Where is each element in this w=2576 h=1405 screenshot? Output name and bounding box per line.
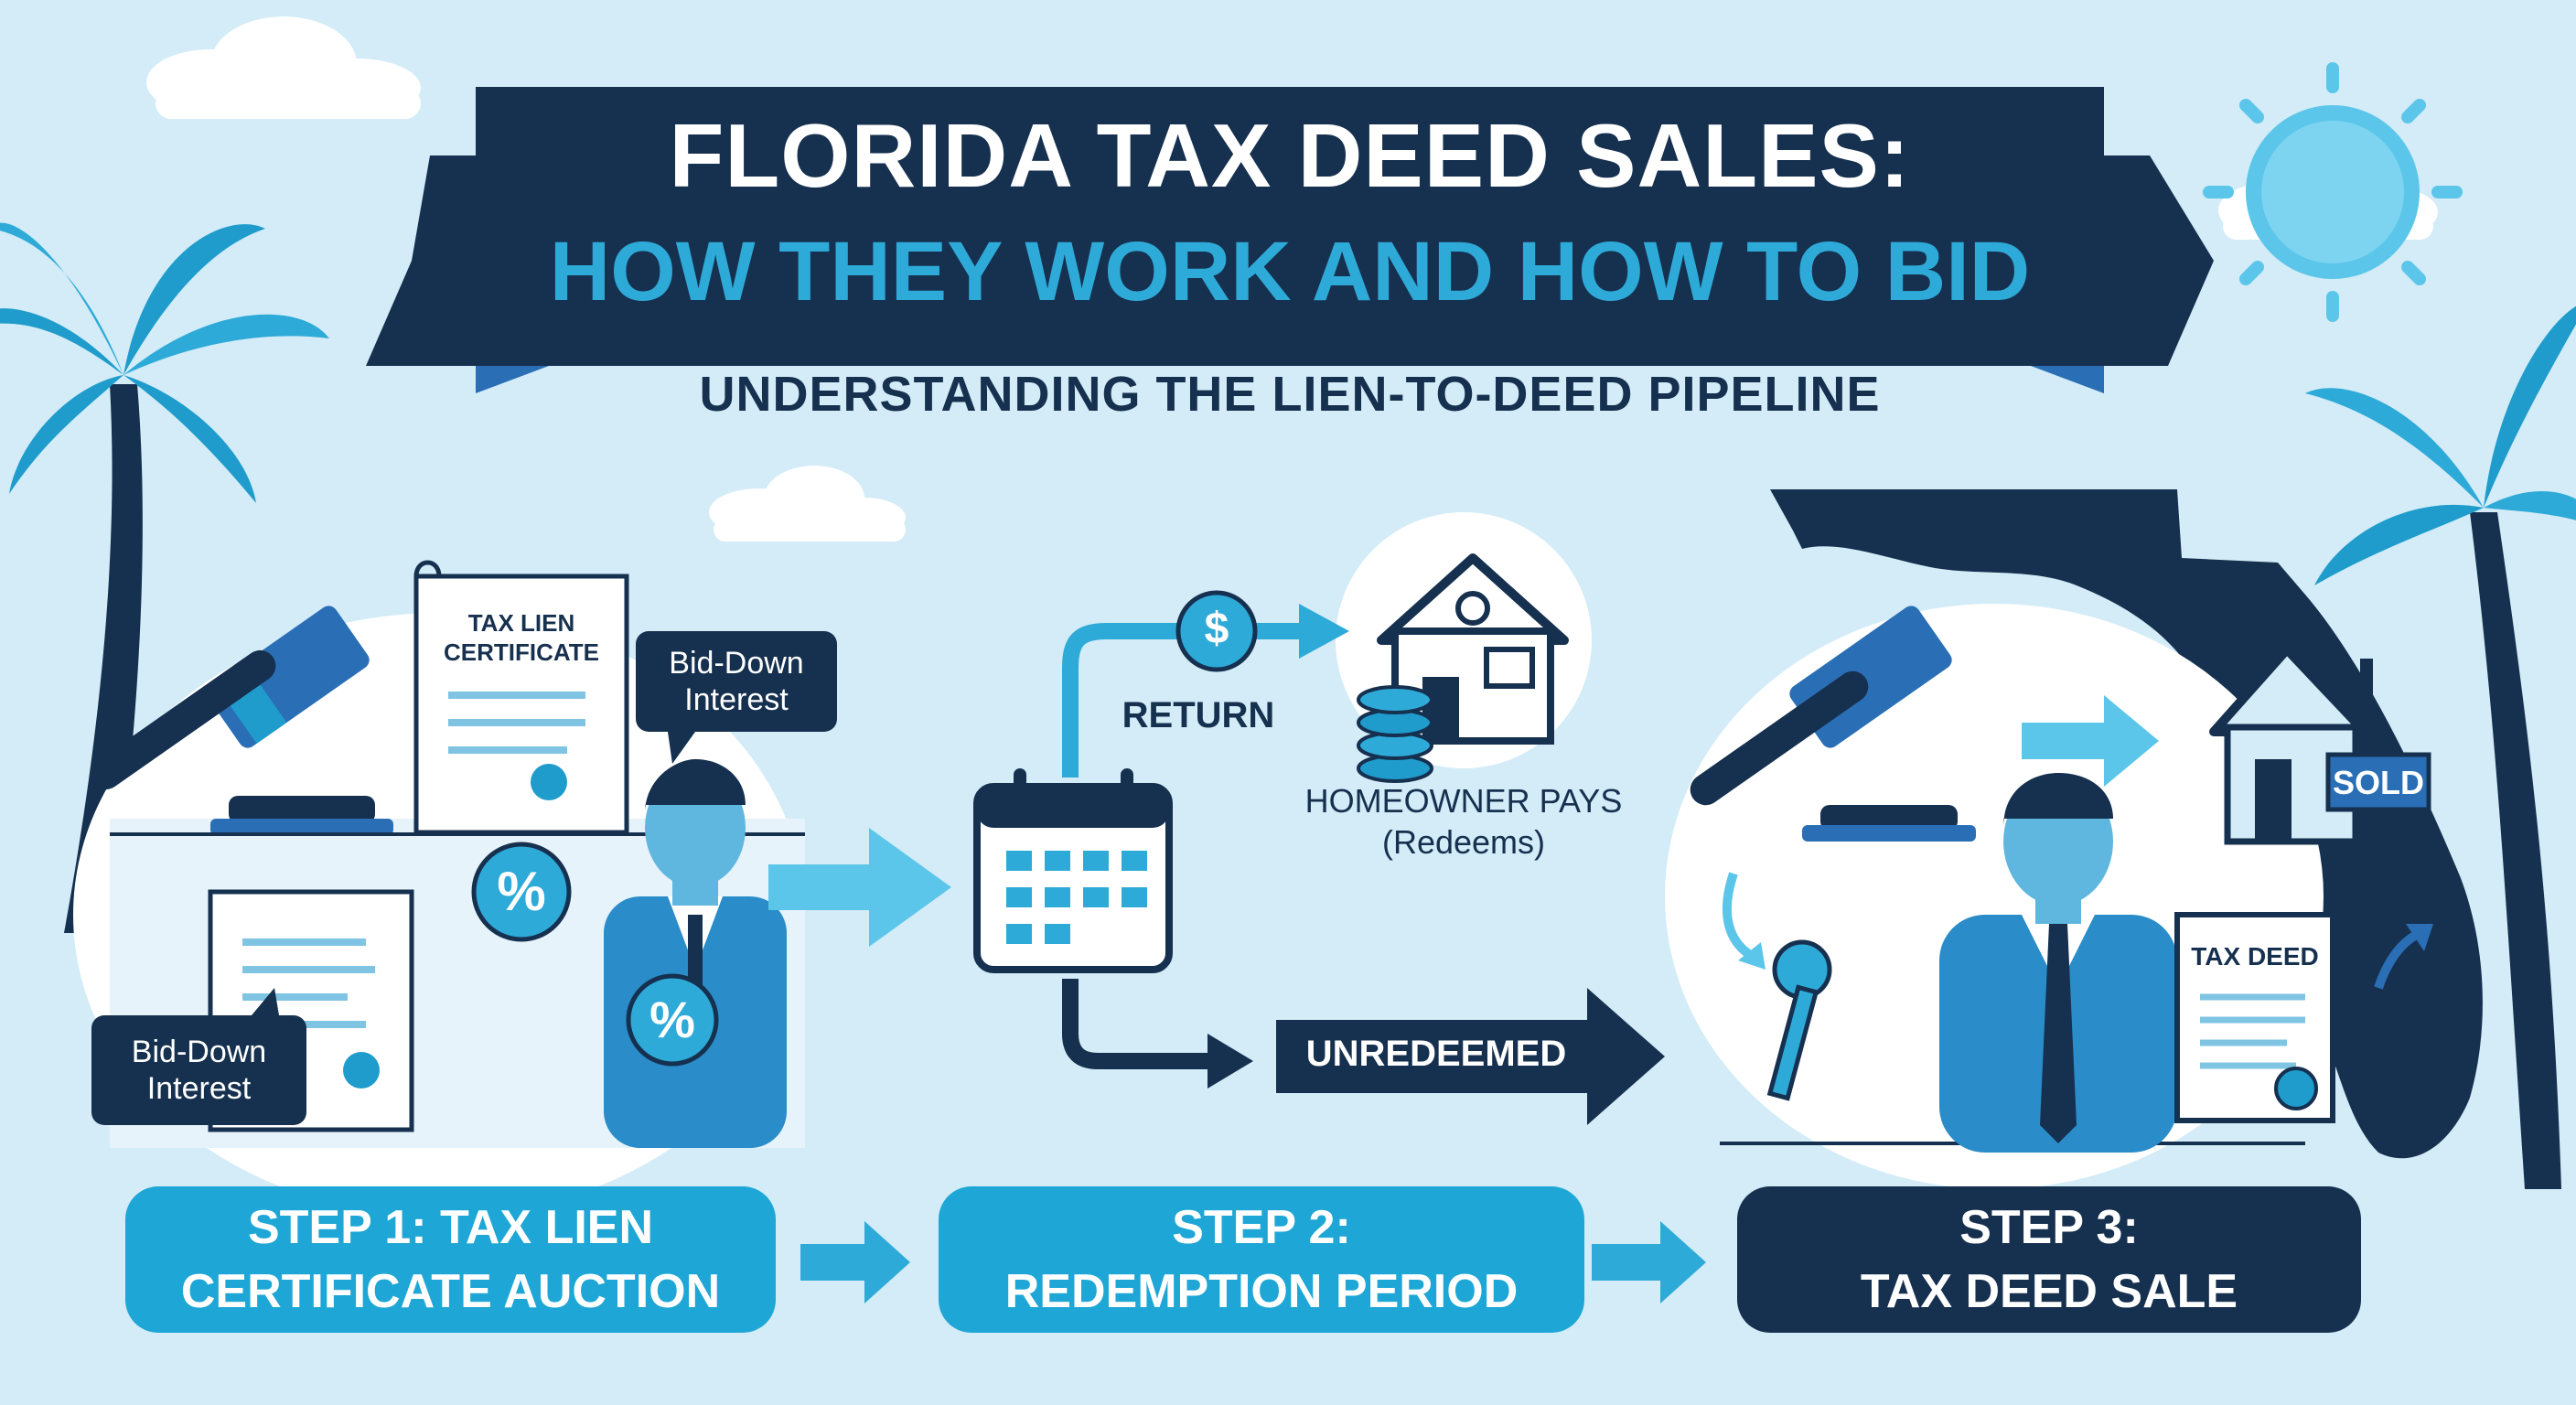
calendar-icon	[973, 768, 1173, 973]
cloud-icon	[709, 466, 906, 542]
buyer-person	[1939, 773, 2177, 1153]
tax-deed-title: TAX DEED	[2191, 942, 2319, 971]
step1-label: STEP 1: TAX LIEN CERTIFICATE AUCTION	[125, 1186, 776, 1333]
gavel-icon	[1690, 606, 1976, 842]
arrow-icon	[768, 828, 951, 947]
sun-icon	[2203, 62, 2463, 322]
title-banner	[366, 87, 2214, 393]
page-title: FLORIDA TAX DEED SALES:	[669, 105, 1911, 206]
step2-illustration	[973, 553, 1665, 1125]
step3-label-line1: STEP 3:	[1959, 1201, 2139, 1254]
step1-label-line2: CERTIFICATE AUCTION	[180, 1265, 721, 1318]
arrow-icon	[2022, 695, 2159, 787]
arrow-icon	[800, 1221, 910, 1303]
tax-lien-certificate-title: TAX LIEN CERTIFICATE	[416, 608, 627, 667]
sold-label: SOLD	[2332, 764, 2424, 801]
step3-illustration	[1690, 606, 2433, 1153]
coin-stack-icon	[1357, 685, 1433, 783]
step3-label: STEP 3: TAX DEED SALE	[1737, 1186, 2361, 1333]
tagline: UNDERSTANDING THE LIEN-TO-DEED PIPELINE	[699, 367, 1881, 422]
dollar-icon: $	[1204, 605, 1229, 653]
bubble-line1: Bid-Down	[669, 646, 804, 681]
gavel-icon	[90, 606, 393, 835]
cloud-icon	[146, 16, 421, 119]
bid-down-bubble-top: Bid-Down Interest	[636, 645, 837, 718]
bubble-line2: Interest	[684, 682, 789, 717]
step1-illustration	[90, 560, 837, 1148]
unredeemed-label: UNREDEEMED	[1305, 1034, 1567, 1074]
tax-deed-document	[2174, 912, 2335, 1123]
redeems-label: (Redeems)	[1381, 823, 1546, 861]
bubble-line1: Bid-Down	[131, 1035, 267, 1069]
percent-icon: %	[497, 861, 546, 922]
step2-label: STEP 2: REDEMPTION PERIOD	[939, 1186, 1584, 1333]
return-label: RETURN	[1122, 695, 1275, 735]
arrow-icon	[1592, 1221, 1706, 1303]
step2-label-line1: STEP 2:	[1172, 1201, 1351, 1254]
doc-title-line1: TAX LIEN	[467, 609, 575, 637]
step2-label-line2: REDEMPTION PERIOD	[1004, 1265, 1519, 1318]
bubble-line2: Interest	[146, 1071, 252, 1106]
page-subtitle: HOW THEY WORK AND HOW TO BID	[549, 225, 2031, 318]
key-icon	[1766, 939, 1832, 1101]
step3-label-line2: TAX DEED SALE	[1860, 1265, 2238, 1318]
step1-label-line1: STEP 1: TAX LIEN	[247, 1201, 654, 1254]
doc-title-line2: CERTIFICATE	[444, 638, 599, 666]
bid-down-bubble-bottom: Bid-Down Interest	[91, 1034, 306, 1107]
homeowner-pays-label: HOMEOWNER PAYS	[1304, 782, 1623, 820]
percent-icon: %	[649, 991, 695, 1048]
sold-sign	[2325, 752, 2431, 812]
palm-tree-icon	[2305, 306, 2576, 1189]
